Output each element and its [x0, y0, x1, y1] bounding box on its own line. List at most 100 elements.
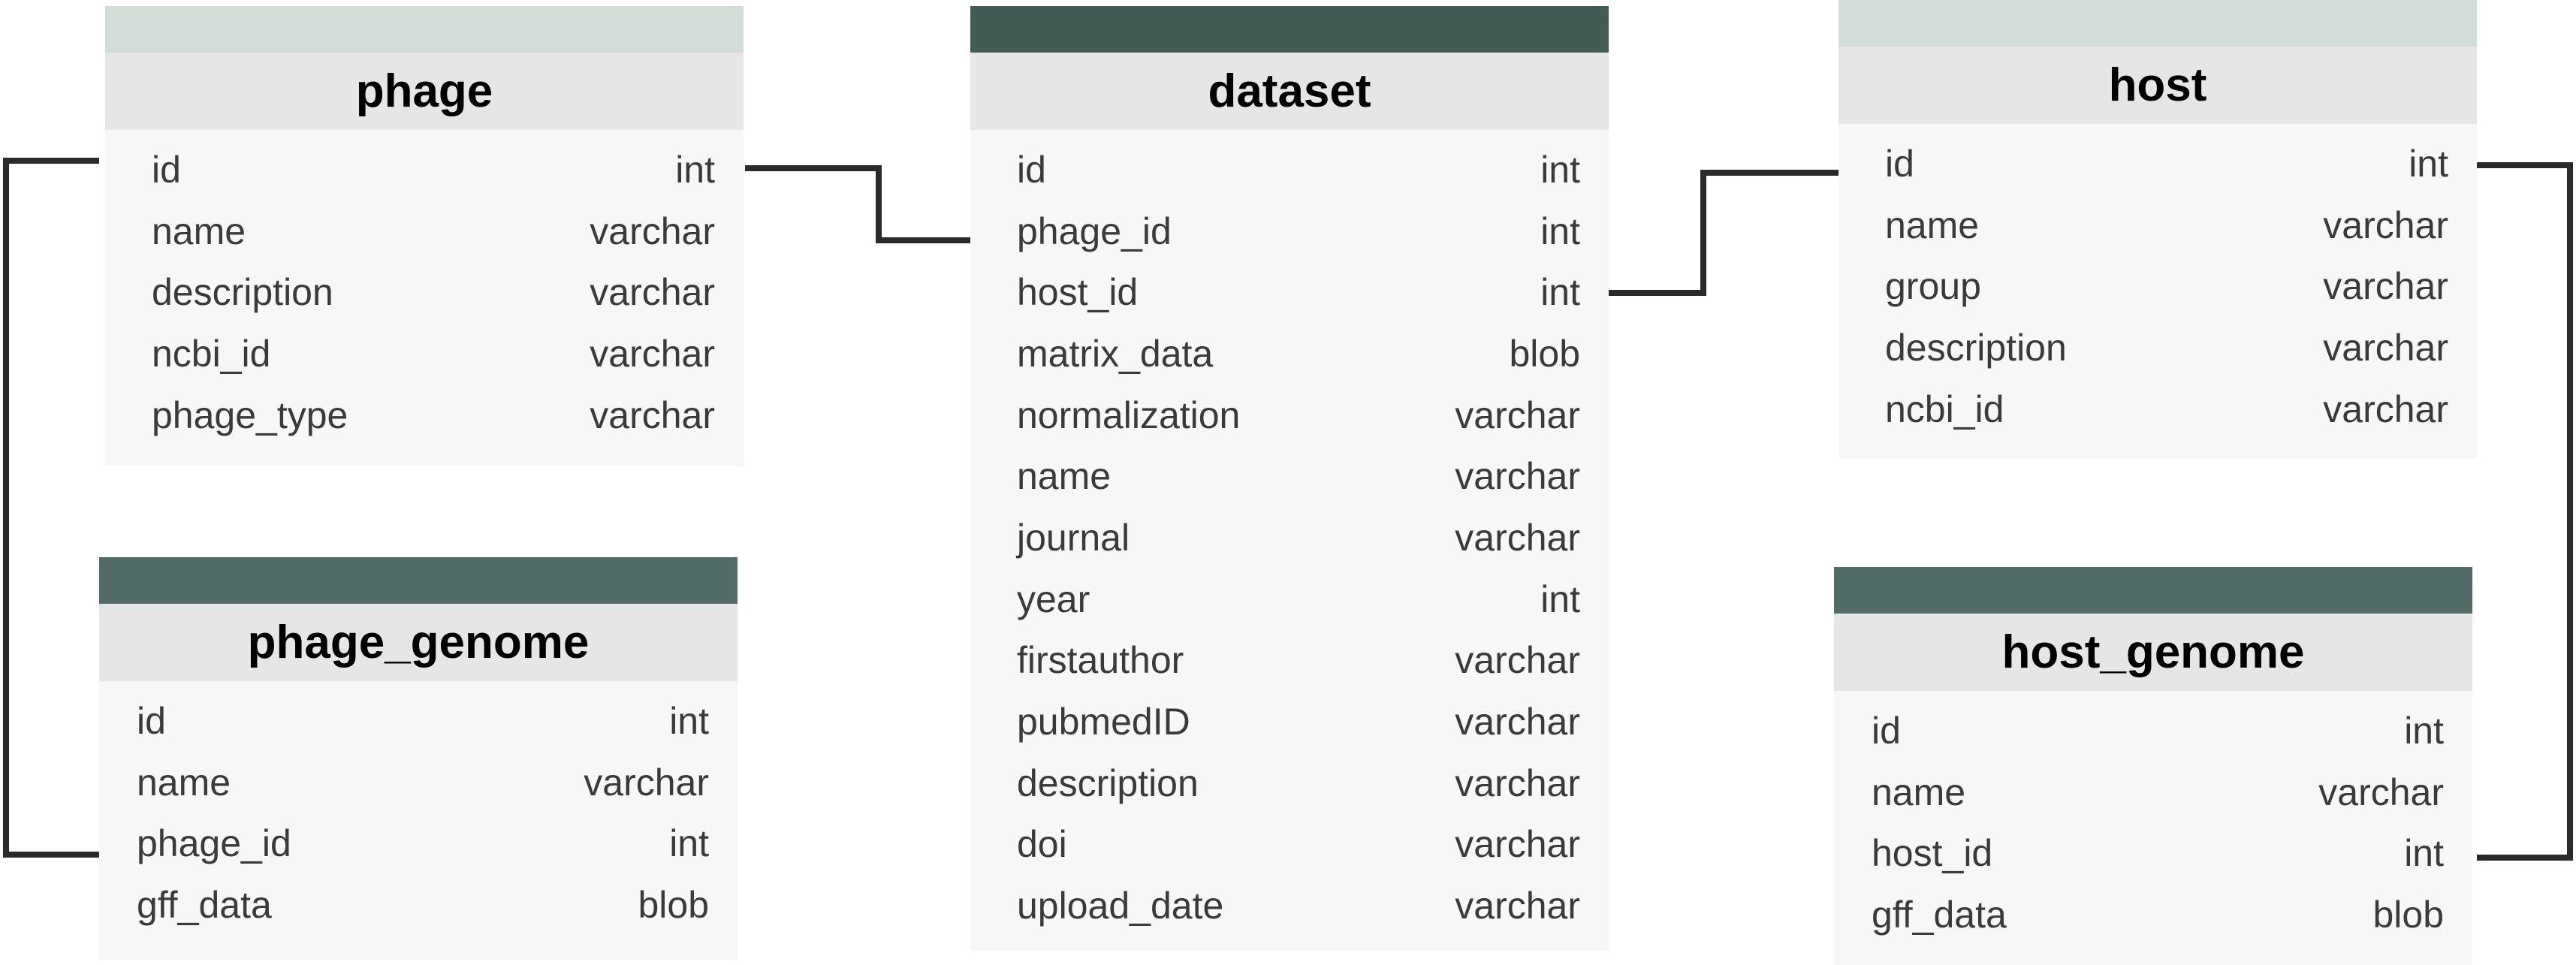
- field-type: varchar: [590, 271, 715, 314]
- field-name: id: [152, 148, 181, 191]
- field-name: id: [137, 699, 166, 742]
- field-row: name varchar: [1885, 195, 2448, 256]
- field-type: varchar: [2323, 265, 2448, 308]
- field-row: id int: [152, 139, 715, 201]
- field-type: int: [1540, 148, 1580, 191]
- field-name: id: [1872, 709, 1901, 752]
- field-name: ncbi_id: [1885, 388, 2004, 430]
- table-title: dataset: [970, 53, 1609, 130]
- connector-host-host-genome: [2477, 162, 2573, 861]
- table-header-bar: [970, 6, 1609, 53]
- field-type: int: [2404, 709, 2444, 752]
- table-title: phage_genome: [99, 604, 738, 681]
- field-row: name varchar: [137, 752, 709, 813]
- field-type: int: [1540, 271, 1580, 314]
- field-name: description: [1017, 761, 1199, 804]
- table-title: phage: [105, 53, 744, 130]
- field-row: gff_data blob: [137, 874, 709, 936]
- field-row: id int: [1872, 700, 2444, 761]
- field-type: varchar: [1455, 885, 1580, 927]
- field-row: name varchar: [1017, 445, 1580, 507]
- field-type: varchar: [590, 210, 715, 252]
- field-row: host_id int: [1017, 261, 1580, 323]
- connector-host-dataset: [1609, 170, 1838, 296]
- field-name: phage_id: [137, 822, 291, 865]
- field-name: host_id: [1017, 271, 1139, 314]
- field-name: doi: [1017, 823, 1067, 866]
- field-type: int: [1540, 210, 1580, 252]
- field-type: varchar: [1455, 823, 1580, 866]
- field-name: upload_date: [1017, 885, 1224, 927]
- field-name: matrix_data: [1017, 332, 1214, 375]
- table-header-bar: [1838, 0, 2477, 47]
- field-row: phage_type varchar: [152, 384, 715, 446]
- field-row: description varchar: [1885, 317, 2448, 378]
- field-type: varchar: [1455, 516, 1580, 559]
- table-title: host: [1838, 47, 2477, 124]
- field-name: name: [1885, 204, 1980, 246]
- field-type: varchar: [1455, 701, 1580, 743]
- field-list: id int name varchar phage_id int gff_data blob: [99, 681, 738, 936]
- field-row: upload_date varchar: [1017, 875, 1580, 936]
- field-row: phage_id int: [1017, 201, 1580, 262]
- field-type: int: [669, 822, 709, 865]
- field-row: id int: [1885, 133, 2448, 195]
- field-type: int: [675, 148, 715, 191]
- field-name: name: [152, 210, 246, 252]
- field-row: name varchar: [1872, 761, 2444, 823]
- field-row: phage_id int: [137, 813, 709, 874]
- field-type: varchar: [2323, 204, 2448, 246]
- field-row: host_id int: [1872, 822, 2444, 884]
- field-name: name: [1872, 770, 1966, 813]
- connector-phage-phage-genome: [3, 158, 99, 858]
- field-type: int: [2409, 142, 2448, 185]
- field-type: int: [1540, 577, 1580, 620]
- field-name: id: [1885, 142, 1914, 185]
- field-name: ncbi_id: [152, 332, 271, 375]
- table-header-bar: [1834, 567, 2472, 614]
- field-type: int: [669, 699, 709, 742]
- table-phage-genome: phage_genome id int name varchar phage_id int…: [99, 557, 738, 960]
- field-name: host_id: [1872, 832, 1993, 875]
- connector-phage-dataset: [745, 165, 970, 243]
- field-type: blob: [1509, 332, 1580, 375]
- field-type: blob: [638, 883, 709, 926]
- field-type: varchar: [584, 761, 709, 804]
- field-row: id int: [137, 690, 709, 752]
- field-type: varchar: [590, 394, 715, 436]
- field-name: gff_data: [137, 883, 272, 926]
- field-name: name: [137, 761, 231, 804]
- field-type: varchar: [2318, 770, 2444, 813]
- field-type: varchar: [1455, 639, 1580, 682]
- field-name: phage_id: [1017, 210, 1172, 252]
- field-row: doi varchar: [1017, 814, 1580, 876]
- field-name: description: [1885, 326, 2067, 369]
- field-row: journal varchar: [1017, 507, 1580, 568]
- field-type: int: [2404, 832, 2444, 875]
- field-row: name varchar: [152, 201, 715, 262]
- field-name: phage_type: [152, 394, 348, 436]
- field-name: gff_data: [1872, 893, 2007, 936]
- field-type: varchar: [1455, 455, 1580, 498]
- field-name: name: [1017, 455, 1112, 498]
- field-type: varchar: [2323, 326, 2448, 369]
- field-name: journal: [1017, 516, 1130, 559]
